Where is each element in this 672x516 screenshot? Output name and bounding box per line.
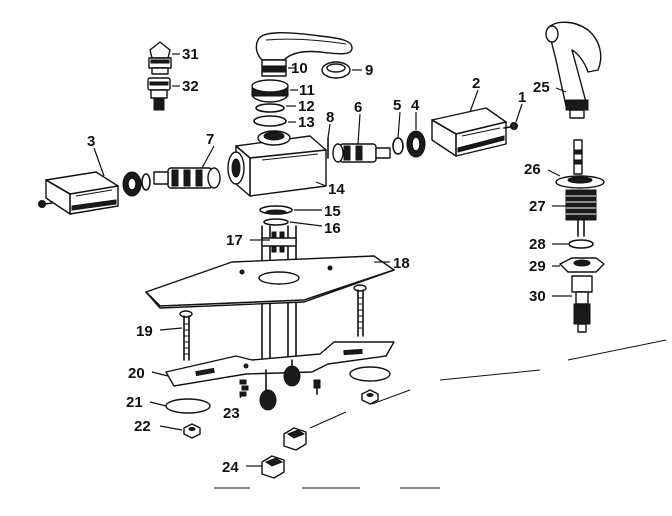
part-27-threaded-shank-drawing — [565, 189, 597, 221]
part-21-washer-drawing — [165, 398, 211, 414]
label-2: 2 — [472, 75, 480, 92]
label-25: 25 — [533, 79, 550, 96]
part-28-washer-drawing — [568, 219, 594, 249]
label-22: 22 — [134, 418, 151, 435]
label-20: 20 — [128, 365, 145, 382]
part-6-cartridge-drawing — [332, 143, 391, 163]
label-29: 29 — [529, 258, 546, 275]
label-11: 11 — [299, 82, 315, 99]
leader-lines — [93, 53, 572, 467]
label-19: 19 — [136, 323, 153, 340]
knurled-nut-left-drawing — [122, 171, 142, 197]
label-6: 6 — [354, 99, 362, 116]
part-11-threaded-ring-drawing — [251, 79, 289, 103]
label-12: 12 — [298, 98, 315, 115]
part-4-knurled-nut-drawing — [406, 130, 426, 158]
part-30-hose-fitting-drawing — [571, 275, 593, 333]
part-31-cartridge-drawing — [148, 41, 172, 75]
label-32: 32 — [182, 78, 199, 95]
label-14: 14 — [328, 181, 345, 198]
label-28: 28 — [529, 236, 546, 253]
part-1-screw-drawing — [503, 122, 518, 130]
label-9: 9 — [365, 62, 373, 79]
part-7-cartridge-drawing — [153, 167, 221, 189]
part-29-lock-nut-drawing — [559, 257, 605, 273]
part-13-o-ring-drawing — [253, 115, 287, 127]
right-bolt-drawing — [353, 284, 367, 337]
label-7: 7 — [206, 131, 214, 148]
countertop-lines-drawing — [214, 339, 667, 489]
left-handle-screw-drawing — [38, 200, 53, 208]
part-16-gasket-drawing — [263, 218, 289, 226]
label-5: 5 — [393, 97, 401, 114]
part-32-stem-drawing — [147, 77, 171, 111]
label-23: 23 — [223, 405, 240, 422]
part-26-hose-guide-drawing — [555, 139, 605, 189]
nut-right-drawing — [361, 389, 379, 405]
label-17: 17 — [226, 232, 243, 249]
label-8: 8 — [326, 109, 334, 126]
part-5-washer-drawing — [392, 137, 404, 155]
label-15: 15 — [324, 203, 341, 220]
part-23-clip-drawing — [239, 379, 249, 397]
part-19-bolt-drawing — [179, 310, 193, 361]
label-27: 27 — [529, 198, 546, 215]
supply-tube-ends-drawing — [259, 359, 301, 411]
part-14-faucet-body-drawing — [227, 130, 327, 197]
label-1: 1 — [518, 89, 526, 106]
part-24-coupling-nut-drawing — [261, 427, 307, 479]
small-screw-drawing — [313, 379, 321, 395]
part-3-left-handle-drawing — [45, 171, 119, 215]
part-12-o-ring-drawing — [255, 103, 285, 113]
label-4: 4 — [411, 97, 420, 114]
label-18: 18 — [393, 255, 410, 272]
label-24: 24 — [222, 459, 239, 476]
washer-left-drawing — [141, 173, 151, 191]
part-25-sprayer-head-drawing — [545, 21, 602, 119]
part-9-aerator-drawing — [321, 61, 351, 79]
part-number-labels: 31 32 10 9 11 12 13 3 7 8 6 5 4 2 1 14 1… — [87, 46, 550, 476]
label-10: 10 — [291, 60, 308, 77]
label-30: 30 — [529, 288, 546, 305]
part-18-deck-plate-drawing — [145, 255, 395, 309]
label-26: 26 — [524, 161, 541, 178]
label-3: 3 — [87, 133, 95, 150]
washer-right-drawing — [349, 366, 391, 382]
label-13: 13 — [298, 114, 315, 131]
part-10-spout-drawing — [255, 32, 353, 77]
part-20-bracket-drawing — [165, 341, 395, 387]
label-21: 21 — [126, 394, 143, 411]
label-16: 16 — [324, 220, 341, 237]
part-2-right-handle-drawing — [431, 107, 507, 157]
part-22-nut-drawing — [183, 423, 201, 439]
label-31: 31 — [182, 46, 199, 63]
